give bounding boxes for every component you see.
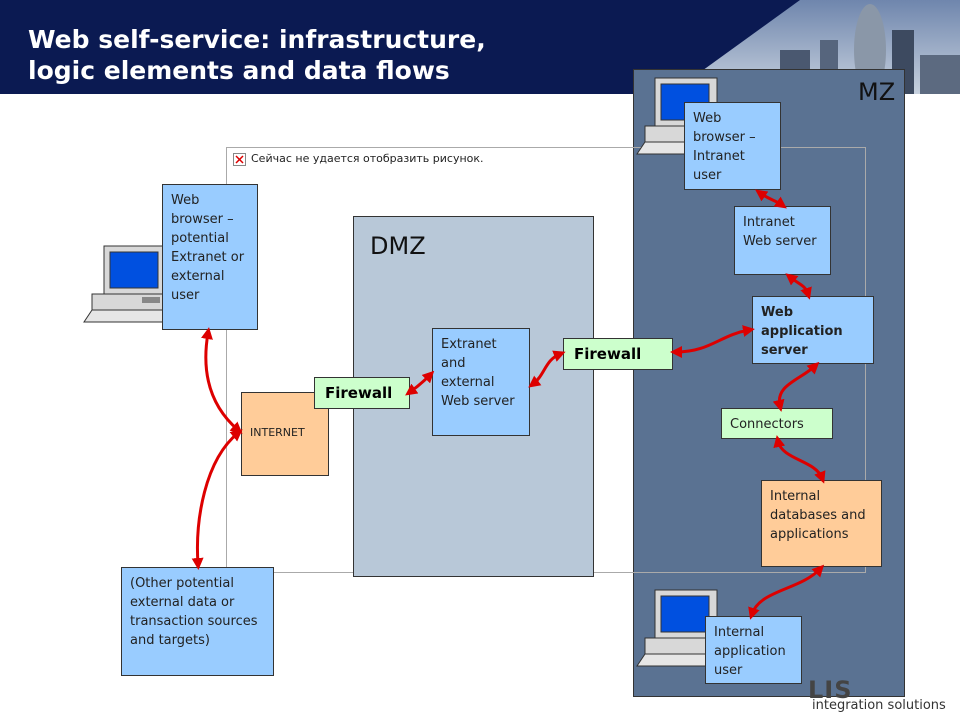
firewall-left: Firewall (314, 377, 410, 409)
internal-user-node: Internal application user (705, 616, 802, 684)
broken-image-icon (233, 153, 246, 166)
web-app-server-node: Web application server (752, 296, 874, 364)
mz-zone-label: MZ (858, 78, 896, 106)
other-sources-node: (Other potential external data or transa… (121, 567, 274, 676)
image-placeholder-text: Сейчас не удается отобразить рисунок. (251, 152, 484, 165)
internet-node: INTERNET (241, 392, 329, 476)
company-logo: LIS (808, 676, 853, 704)
dmz-zone-label: DMZ (370, 232, 426, 260)
internal-db-node: Internal databases and applications (761, 480, 882, 567)
web-browser-external-node: Web browser – potential Extranet or exte… (162, 184, 258, 330)
connectors-node: Connectors (721, 408, 833, 439)
web-browser-intranet-node: Web browser – Intranet user (684, 102, 781, 190)
slide-title-line1: Web self-service: infrastructure, (28, 25, 486, 54)
company-tagline: integration solutions (812, 698, 946, 713)
company-logo-text: LIS (808, 676, 853, 704)
slide-title-line2: logic elements and data flows (28, 56, 450, 85)
firewall-right: Firewall (563, 338, 673, 370)
slide-title: Web self-service: infrastructure, logic … (28, 24, 486, 86)
intranet-server-node: Intranet Web server (734, 206, 831, 275)
extranet-server-node: Extranet and external Web server (432, 328, 530, 436)
